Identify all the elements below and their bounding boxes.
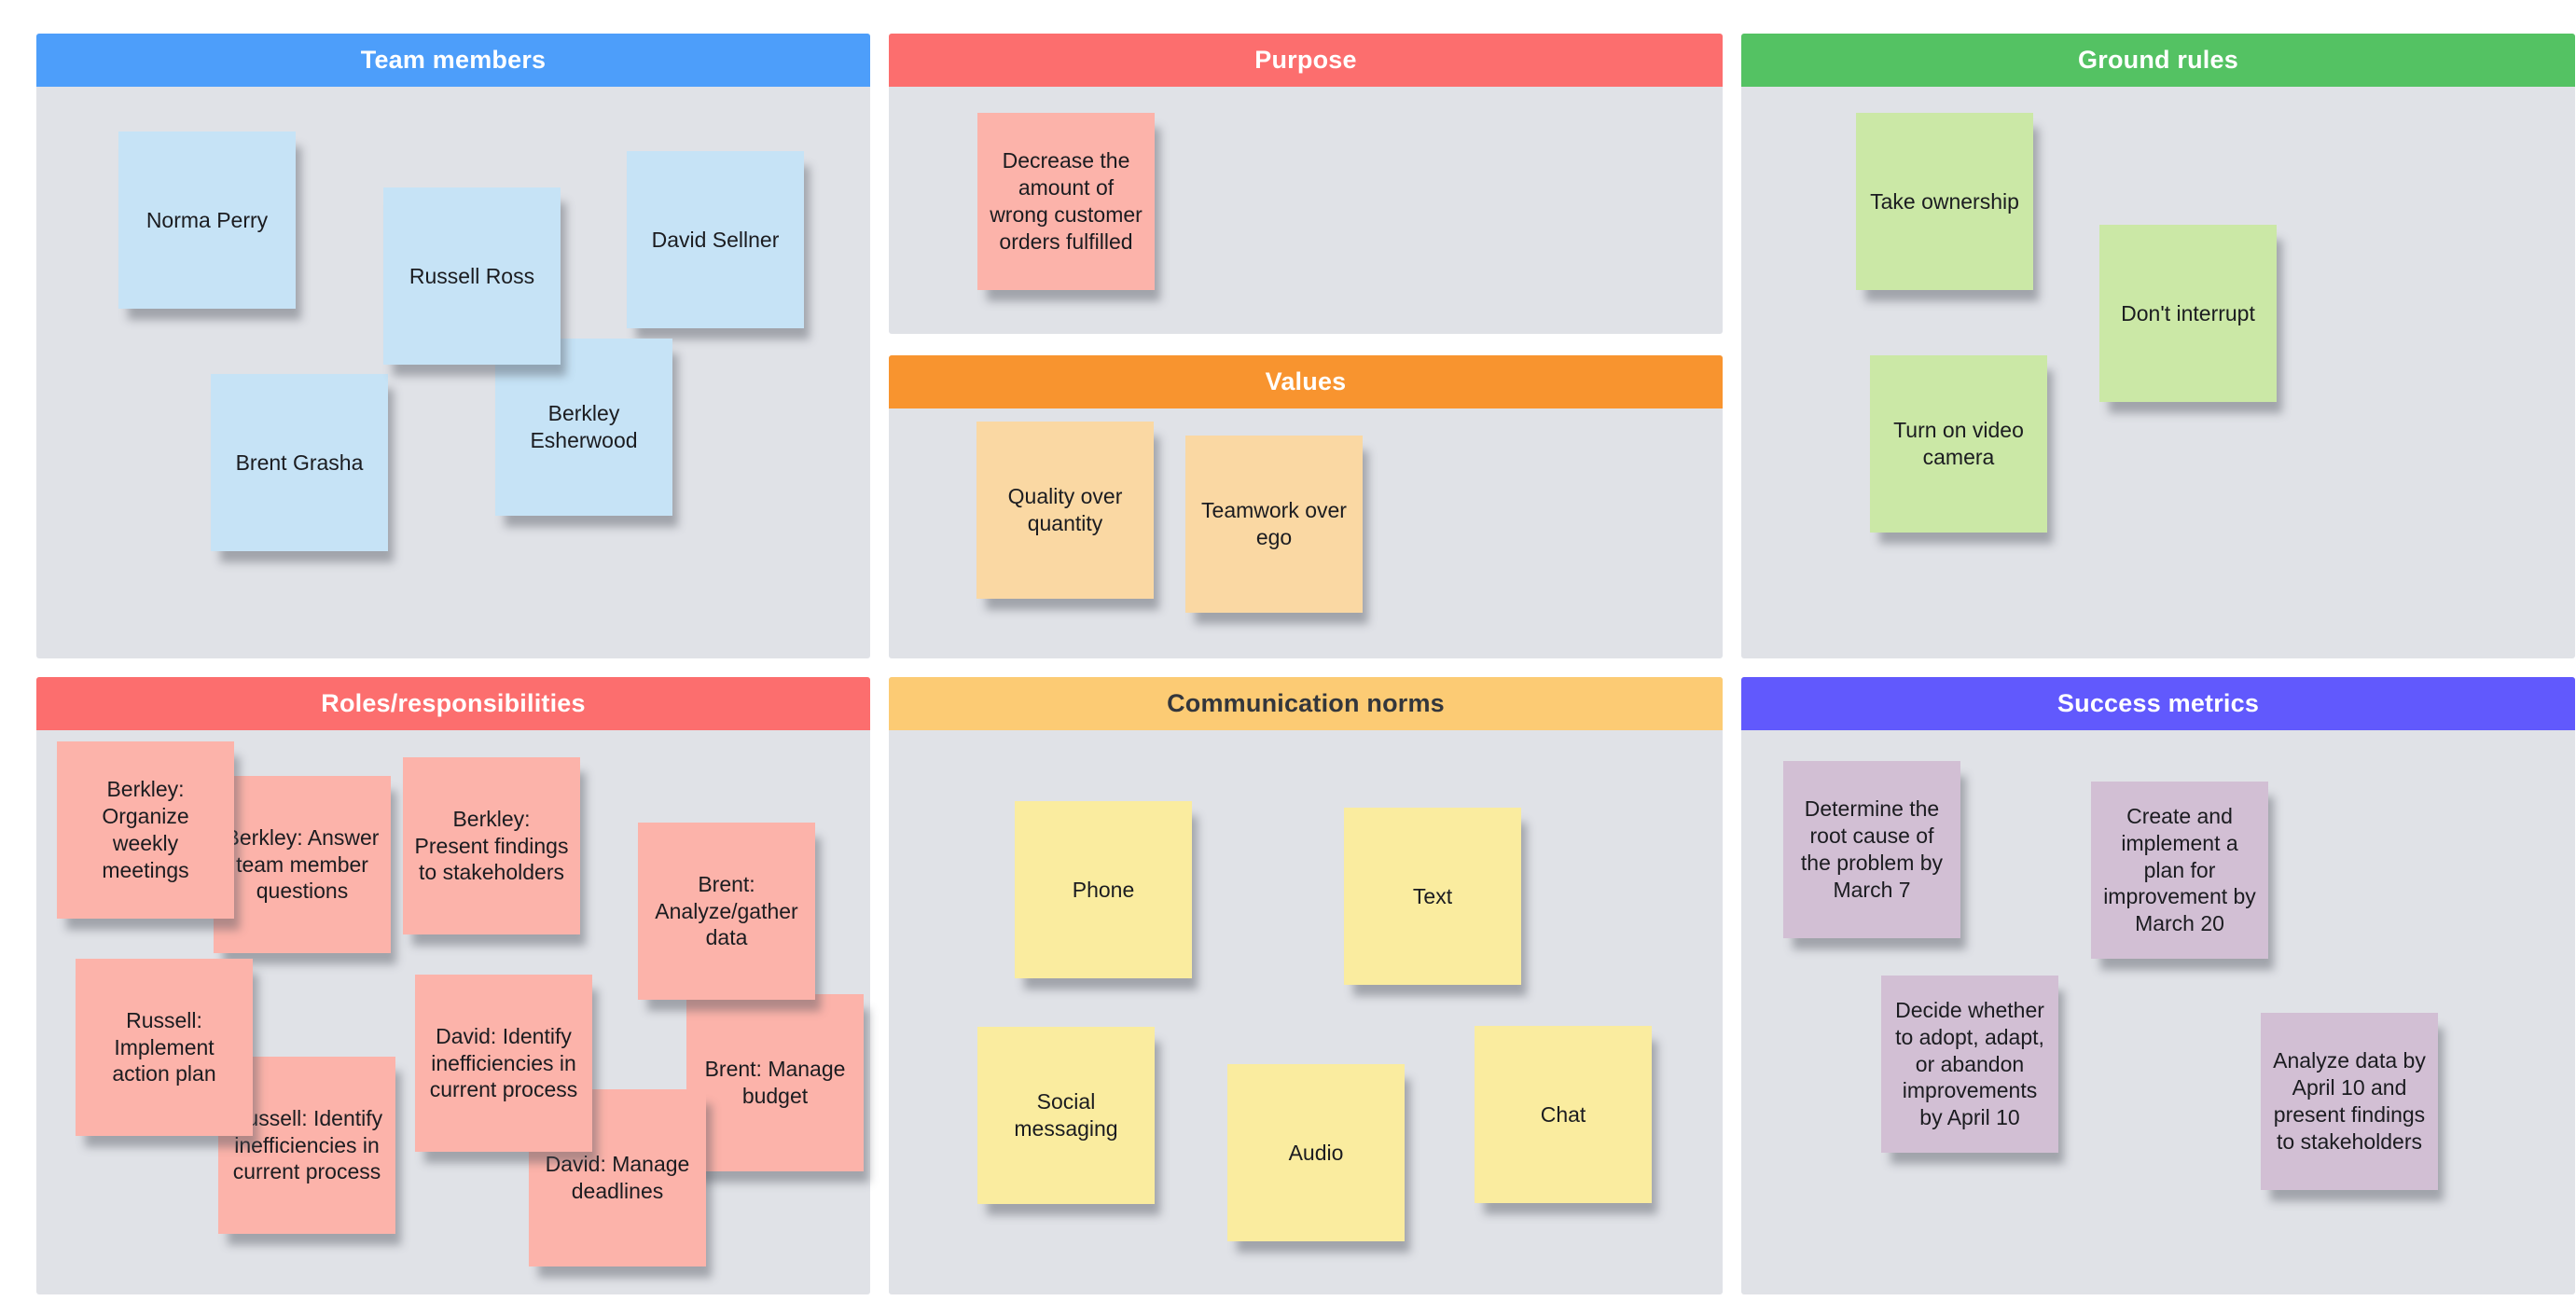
section-header-communication-norms: Communication norms xyxy=(889,677,1723,730)
sticky-note[interactable]: Teamwork over ego xyxy=(1185,436,1363,613)
sticky-note-text: Berkley: Organize weekly meetings xyxy=(102,777,189,882)
sticky-note[interactable]: Berkley Esherwood xyxy=(495,339,672,516)
sticky-note[interactable]: Analyze data by April 10 and present fin… xyxy=(2261,1013,2438,1190)
sticky-note-text: Brent: Analyze/gather data xyxy=(655,871,798,950)
sticky-note[interactable]: Decide whether to adopt, adapt, or aband… xyxy=(1881,976,2058,1153)
sticky-note[interactable]: Take ownership xyxy=(1856,113,2033,290)
sticky-note[interactable]: David: Identify inefficiencies in curren… xyxy=(415,975,592,1152)
sticky-note[interactable]: Quality over quantity xyxy=(976,422,1154,599)
section-title: Team members xyxy=(360,46,547,74)
sticky-note-text: Create and implement a plan for improvem… xyxy=(2103,803,2256,936)
sticky-note-text: Berkley Esherwood xyxy=(530,401,638,452)
sticky-note[interactable]: Norma Perry xyxy=(118,131,296,309)
section-title: Roles/responsibilities xyxy=(321,689,586,717)
sticky-note-text: Decide whether to adopt, adapt, or aband… xyxy=(1895,997,2044,1130)
sticky-note-text: Phone xyxy=(1072,877,1135,902)
sticky-note-text: Analyze data by April 10 and present fin… xyxy=(2273,1048,2426,1154)
section-title: Ground rules xyxy=(2078,46,2238,74)
sticky-note-text: Berkley: Present findings to stakeholder… xyxy=(414,806,569,885)
sticky-note-text: Social messaging xyxy=(1014,1089,1118,1141)
sticky-note-text: Determine the root cause of the problem … xyxy=(1800,796,1944,902)
sticky-note-text: Decrease the amount of wrong customer or… xyxy=(990,148,1143,254)
sticky-note-text: Turn on video camera xyxy=(1893,418,2024,469)
sticky-note[interactable]: Brent: Manage budget xyxy=(686,994,864,1171)
sticky-note[interactable]: Determine the root cause of the problem … xyxy=(1783,761,1960,938)
section-header-success-metrics: Success metrics xyxy=(1741,677,2575,730)
sticky-note[interactable]: Berkley: Present findings to stakeholder… xyxy=(403,757,580,934)
sticky-note[interactable]: Chat xyxy=(1475,1026,1652,1203)
sticky-note[interactable]: Russell: Identify inefficiencies in curr… xyxy=(218,1057,395,1234)
section-header-purpose: Purpose xyxy=(889,34,1723,87)
sticky-note[interactable]: Decrease the amount of wrong customer or… xyxy=(977,113,1155,290)
sticky-note-text: David: Identify inefficiencies in curren… xyxy=(429,1023,578,1102)
sticky-note-text: Text xyxy=(1412,883,1453,908)
sticky-note[interactable]: Create and implement a plan for improvem… xyxy=(2091,782,2268,959)
sticky-note[interactable]: Brent Grasha xyxy=(211,374,388,551)
section-header-values: Values xyxy=(889,355,1723,408)
sticky-note[interactable]: David Sellner xyxy=(627,151,804,328)
sticky-note[interactable]: Text xyxy=(1344,808,1521,985)
sticky-note[interactable]: Berkley: Organize weekly meetings xyxy=(57,741,234,919)
sticky-note-text: Russell: Identify inefficiencies in curr… xyxy=(230,1105,383,1184)
sticky-note-text: Berkley: Answer team member questions xyxy=(225,824,380,904)
sticky-note[interactable]: Don't interrupt xyxy=(2099,225,2277,402)
sticky-note-text: Russell: Implement action plan xyxy=(112,1007,216,1086)
sticky-note[interactable]: Russell: Implement action plan xyxy=(76,959,253,1136)
section-title: Success metrics xyxy=(2057,689,2260,717)
section-header-ground-rules: Ground rules xyxy=(1741,34,2575,87)
sticky-note-text: Brent Grasha xyxy=(235,450,364,475)
sticky-note-text: Don't interrupt xyxy=(2121,300,2255,325)
sticky-note-text: David: Manage deadlines xyxy=(545,1152,690,1203)
sticky-note-text: David Sellner xyxy=(651,227,780,252)
section-title: Communication norms xyxy=(1167,689,1445,717)
sticky-note-text: Take ownership xyxy=(1870,188,2019,214)
sticky-note-text: Audio xyxy=(1288,1140,1344,1165)
sticky-note-text: Brent: Manage budget xyxy=(704,1057,846,1108)
sticky-note[interactable]: Brent: Analyze/gather data xyxy=(638,823,815,1000)
section-title: Values xyxy=(1265,367,1347,395)
sticky-note-text: Russell Ross xyxy=(409,263,535,288)
sticky-note[interactable]: Turn on video camera xyxy=(1870,355,2047,533)
sticky-note[interactable]: Berkley: Answer team member questions xyxy=(214,776,391,953)
sticky-note-text: Norma Perry xyxy=(145,207,269,232)
section-header-team-members: Team members xyxy=(36,34,870,87)
sticky-note-text: Teamwork over ego xyxy=(1201,498,1347,549)
sticky-note[interactable]: Phone xyxy=(1015,801,1192,978)
sticky-note-text: Quality over quantity xyxy=(1007,484,1123,535)
section-header-roles-responsibilities: Roles/responsibilities xyxy=(36,677,870,730)
sticky-note[interactable]: Russell Ross xyxy=(383,187,561,365)
sticky-note[interactable]: Audio xyxy=(1227,1064,1405,1241)
sticky-note-text: Chat xyxy=(1540,1101,1586,1127)
section-title: Purpose xyxy=(1254,46,1357,74)
sticky-note[interactable]: Social messaging xyxy=(977,1027,1155,1204)
